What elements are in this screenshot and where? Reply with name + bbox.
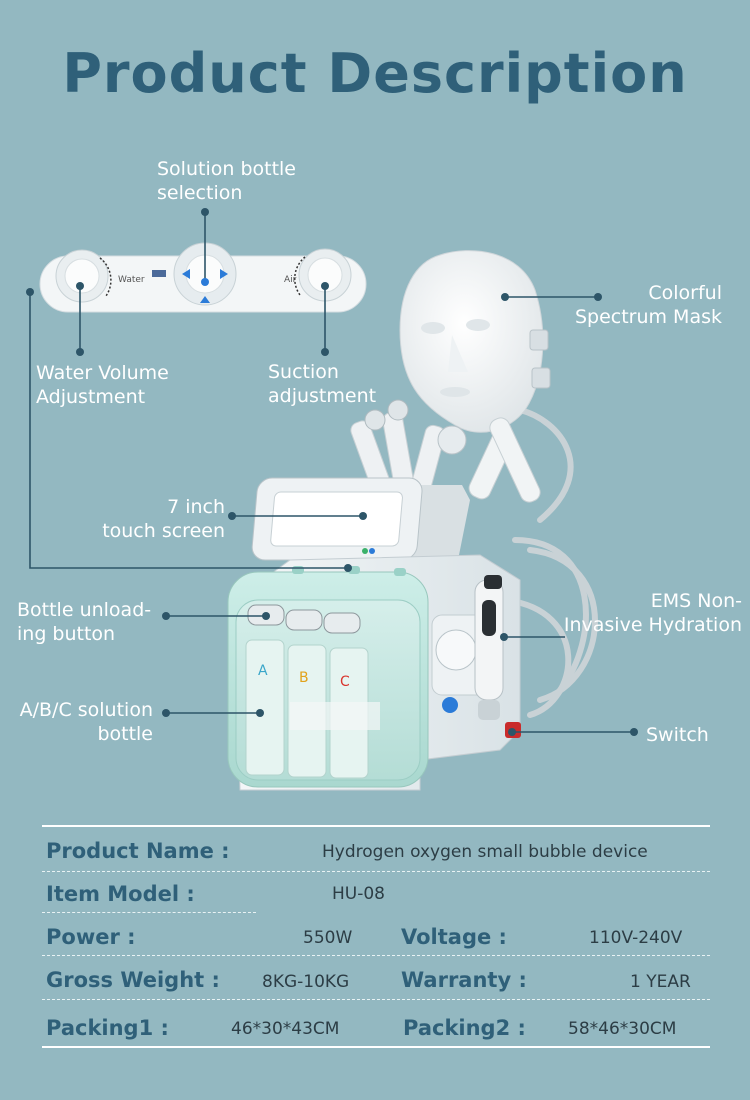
label-water-volume: Water Volume Adjustment bbox=[36, 362, 169, 408]
spec-packing2-key: Packing2 : bbox=[403, 1016, 526, 1040]
spec-packing1-key: Packing1 : bbox=[46, 1016, 169, 1040]
spec-voltage-value: 110V-240V bbox=[589, 928, 683, 948]
label-bottle-unload: Bottle unload- ing button bbox=[17, 599, 152, 645]
label-touch-screen: 7 inch touch screen bbox=[102, 496, 225, 542]
leader-dots bbox=[26, 208, 638, 736]
bottle-c-letter: C bbox=[340, 674, 350, 690]
leader-lines bbox=[29, 212, 634, 733]
control-panel: Water Air bbox=[39, 242, 367, 313]
hoses bbox=[502, 407, 598, 718]
spec-divider bbox=[42, 871, 710, 872]
spec-gross-weight-value: 8KG-10KG bbox=[262, 972, 350, 992]
spec-warranty-key: Warranty : bbox=[401, 968, 527, 992]
spec-top-border bbox=[42, 825, 710, 827]
label-suction: Suction adjustment bbox=[268, 361, 377, 407]
touch-screen-illus bbox=[251, 477, 470, 561]
label-solution-bottle-selection: Solution bottle selection bbox=[157, 158, 296, 204]
spec-warranty-value: 1 YEAR bbox=[630, 972, 691, 992]
spec-divider bbox=[42, 999, 710, 1000]
spec-divider bbox=[42, 955, 710, 956]
label-switch: Switch bbox=[646, 724, 709, 746]
spec-item-model-key: Item Model : bbox=[46, 882, 195, 906]
panel-air-text: Air bbox=[284, 275, 297, 285]
spec-item-model-value: HU-08 bbox=[332, 884, 385, 904]
label-ems: EMS Non- Invasive Hydration bbox=[563, 590, 742, 636]
bottle-b-letter: B bbox=[299, 670, 309, 686]
panel-water-text: Water bbox=[118, 275, 145, 285]
bottle-a-letter: A bbox=[258, 663, 268, 679]
spec-gross-weight-key: Gross Weight : bbox=[46, 968, 220, 992]
spec-product-name-value: Hydrogen oxygen small bubble device bbox=[322, 842, 648, 862]
page-title: Product Description bbox=[62, 42, 688, 105]
label-abc-bottle: A/B/C solution bottle bbox=[19, 699, 153, 745]
spec-power-value: 550W bbox=[303, 928, 353, 948]
spec-product-name-key: Product Name : bbox=[46, 839, 230, 863]
spec-power-key: Power : bbox=[46, 925, 136, 949]
led-mask bbox=[399, 250, 551, 433]
spec-divider bbox=[42, 912, 256, 913]
label-mask: Colorful Spectrum Mask bbox=[574, 282, 722, 328]
spec-voltage-key: Voltage : bbox=[401, 925, 507, 949]
spec-packing1-value: 46*30*43CM bbox=[231, 1019, 340, 1039]
spec-packing2-value: 58*46*30CM bbox=[568, 1019, 677, 1039]
device-body: A B C bbox=[227, 554, 521, 791]
spec-bottom-border bbox=[42, 1046, 710, 1048]
handpieces bbox=[350, 399, 541, 503]
